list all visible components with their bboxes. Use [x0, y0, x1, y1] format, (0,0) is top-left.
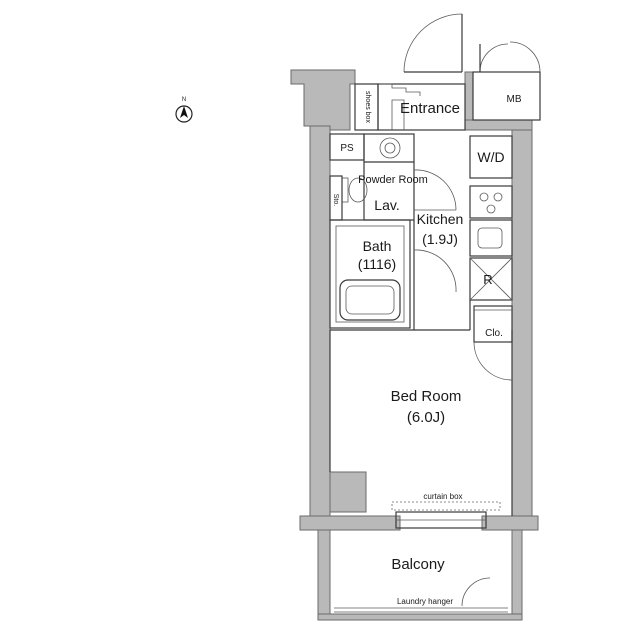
room-label-shoes-box: shoes box: [364, 91, 371, 123]
room-label-fridge: R: [483, 272, 492, 287]
room-label-bath: Bath: [363, 238, 392, 254]
walls: [290, 69, 539, 621]
room-label-balcony: Balcony: [391, 556, 445, 573]
room-label-bath-size: (1116): [358, 256, 396, 272]
north-arrow-icon: [175, 105, 193, 123]
room-label-ps: PS: [340, 143, 354, 154]
room-label-mb: MB: [507, 94, 522, 105]
interior-lines: [329, 71, 541, 613]
laundry-hanger-label: Laundry hanger: [397, 597, 453, 606]
room-label-bedroom: Bed Room: [391, 388, 462, 405]
door-swings: [403, 13, 541, 607]
room-label-powder-room: Powder Room: [358, 174, 428, 186]
room-label-kitchen-size: (1.9J): [422, 231, 458, 247]
room-label-kitchen: Kitchen: [417, 211, 464, 227]
room-label-lav: Lav.: [374, 197, 399, 213]
room-label-closet: Clo.: [485, 328, 503, 339]
room-label-bedroom-size: (6.0J): [407, 409, 445, 426]
room-label-sto: Sto.: [332, 194, 339, 207]
north-label: N: [182, 97, 186, 103]
room-label-wd: W/D: [477, 149, 504, 165]
curtain-box-label: curtain box: [423, 492, 462, 501]
room-label-entrance: Entrance: [400, 100, 460, 117]
